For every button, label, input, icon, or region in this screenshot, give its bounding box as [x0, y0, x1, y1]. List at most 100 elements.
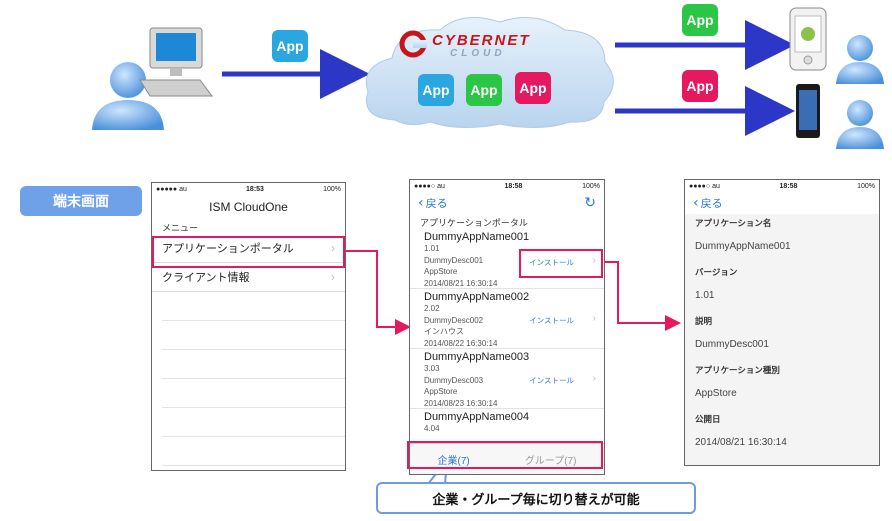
back-button[interactable]: ‹ 戻る — [418, 195, 448, 211]
field-label-app-name: アプリケーション名 — [695, 218, 772, 228]
time-text: 18:58 — [779, 182, 798, 190]
app-version: 3.03 — [424, 364, 440, 373]
menu-item-label: クライアント情報 — [162, 272, 250, 284]
app-list-item[interactable]: DummyAppName002 2.02 DummyDesc002 インハウス … — [410, 289, 604, 349]
empty-row — [162, 321, 345, 350]
field-value-app-name: DummyAppName001 — [695, 241, 791, 252]
install-button[interactable]: インストール — [529, 316, 574, 325]
field-value-description: DummyDesc001 — [695, 339, 769, 350]
connector-detail-arrow — [603, 261, 681, 331]
app-date: 2014/08/21 16:30:14 — [424, 278, 498, 288]
menu-item-label: アプリケーションポータル — [162, 243, 294, 255]
user-android-icon — [836, 35, 884, 84]
app-name: DummyAppName002 — [424, 291, 530, 303]
nav-bar: ‹ 戻る — [685, 192, 879, 214]
time-text: 18:53 — [246, 185, 264, 193]
screen-title: ISM CloudOne — [209, 200, 288, 214]
app-type: AppStore — [424, 267, 458, 276]
menu-section-header: メニュー — [162, 223, 199, 233]
chevron-right-icon: › — [592, 373, 596, 384]
app-badge-upload: App — [272, 30, 308, 62]
status-bar: ●●●●● au 18:53 100% — [152, 183, 345, 195]
connector-portal-arrow — [345, 250, 411, 335]
empty-row — [162, 437, 345, 466]
app-list-item[interactable]: DummyAppName001 1.01 DummyDesc001 AppSto… — [410, 229, 604, 289]
app-badge-android: App — [682, 4, 718, 36]
user-admin-icon — [92, 62, 164, 130]
cloud-brand-text: CYBERNET — [432, 32, 531, 49]
carrier-text: ●●●●○ au — [689, 182, 720, 190]
tab-group[interactable]: グループ(7) — [524, 455, 577, 467]
app-version: 1.01 — [424, 244, 440, 253]
screen-app-detail: ●●●●○ au 18:58 100% ‹ 戻る アプリケーション名 Dummy… — [684, 179, 880, 466]
empty-row — [162, 292, 345, 321]
app-desc: DummyDesc003 — [424, 375, 484, 385]
app-list-item[interactable]: DummyAppName003 3.03 DummyDesc003 AppSto… — [410, 349, 604, 409]
app-version: 4.04 — [424, 424, 440, 433]
app-desc: DummyDesc001 — [424, 255, 484, 265]
android-phone-icon — [789, 7, 827, 71]
field-value-publish-date: 2014/08/21 16:30:14 — [695, 437, 787, 448]
app-badge-iphone: App — [682, 70, 718, 102]
callout-box: 企業・グループ毎に切り替えが可能 — [376, 482, 696, 514]
app-date: 2014/08/22 16:30:14 — [424, 338, 498, 348]
cloud-sub-text: CLOUD — [450, 48, 506, 59]
carrier-text: ●●●●○ au — [414, 182, 445, 190]
field-label-version: バージョン — [695, 267, 738, 277]
time-text: 18:58 — [504, 182, 523, 190]
chevron-right-icon: › — [592, 313, 596, 324]
back-label: 戻る — [700, 197, 723, 210]
app-badge-blue: App — [418, 74, 454, 106]
chevron-left-icon: ‹ — [693, 195, 699, 211]
empty-row — [162, 408, 345, 437]
tab-company[interactable]: 企業(7) — [437, 455, 470, 467]
carrier-text: ●●●●● au — [156, 185, 187, 193]
screen-menu: ●●●●● au 18:53 100% ISM CloudOne メニュー アプ… — [151, 182, 346, 471]
battery-text: 100% — [857, 182, 875, 190]
menu-item-client-info[interactable]: クライアント情報 › — [152, 263, 345, 292]
highlight-portal-item — [152, 236, 345, 268]
app-name: DummyAppName004 — [424, 411, 530, 423]
app-badge-green: App — [466, 74, 502, 106]
app-list-item[interactable]: DummyAppName004 4.04 — [410, 409, 604, 437]
app-type: AppStore — [424, 387, 458, 396]
empty-row — [162, 379, 345, 408]
field-label-app-type: アプリケーション種別 — [695, 365, 780, 375]
chevron-right-icon: › — [331, 270, 335, 284]
portal-section-header: アプリケーションポータル — [420, 218, 528, 228]
field-value-app-type: AppStore — [695, 388, 737, 399]
section-label: 端末画面 — [20, 186, 142, 216]
callout-text: 企業・グループ毎に切り替えが可能 — [432, 492, 640, 508]
cybernet-logo-icon — [399, 30, 427, 58]
field-label-publish-date: 公開日 — [695, 414, 721, 424]
screen-portal: ●●●●○ au 18:58 100% ‹ 戻る ↻ アプリケーションポータル … — [409, 179, 605, 475]
app-name: DummyAppName001 — [424, 231, 530, 243]
app-badge-pink: App — [515, 72, 551, 104]
chevron-left-icon: ‹ — [418, 195, 424, 211]
app-desc: DummyDesc002 — [424, 315, 484, 325]
detail-body: アプリケーション名 DummyAppName001 バージョン 1.01 説明 … — [685, 214, 879, 465]
app-name: DummyAppName003 — [424, 351, 530, 363]
refresh-icon[interactable]: ↻ — [584, 195, 596, 211]
field-label-description: 説明 — [695, 316, 713, 326]
empty-row — [162, 350, 345, 379]
app-version: 2.02 — [424, 304, 440, 313]
menu-item-portal[interactable]: アプリケーションポータル › — [152, 234, 345, 263]
status-bar: ●●●●○ au 18:58 100% — [410, 180, 604, 192]
nav-bar: ‹ 戻る ↻ — [410, 192, 604, 214]
battery-text: 100% — [323, 185, 341, 193]
field-value-version: 1.01 — [695, 290, 715, 301]
chevron-right-icon: › — [331, 241, 335, 255]
status-bar: ●●●●○ au 18:58 100% — [685, 180, 879, 192]
back-button[interactable]: ‹ 戻る — [693, 195, 723, 211]
chevron-right-icon: › — [592, 255, 596, 266]
user-iphone-icon — [836, 100, 884, 149]
iphone-icon — [796, 84, 820, 138]
desktop-pc-icon — [139, 27, 213, 97]
install-button[interactable]: インストール — [529, 258, 574, 267]
highlight-install-button — [519, 249, 603, 278]
back-label: 戻る — [425, 197, 448, 210]
install-button[interactable]: インストール — [529, 376, 574, 385]
app-date: 2014/08/23 16:30:14 — [424, 398, 498, 408]
app-type: インハウス — [424, 327, 464, 336]
